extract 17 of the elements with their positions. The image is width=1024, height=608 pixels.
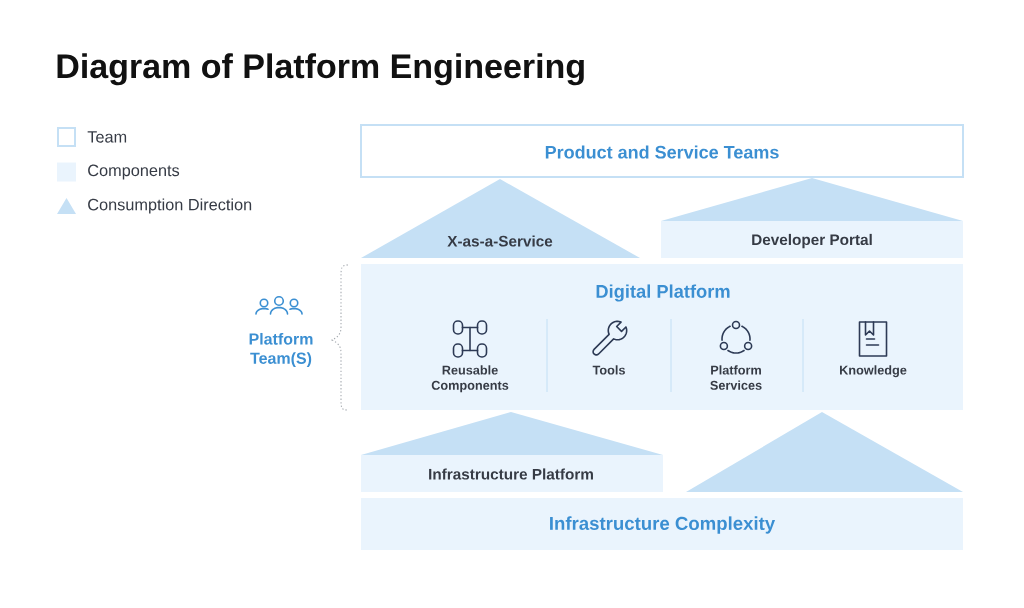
item-label: Tools bbox=[592, 365, 625, 375]
group-label: Platform Team(S) bbox=[249, 332, 313, 368]
legend-label: Consumption Direction bbox=[88, 198, 252, 214]
title: Diagram of Platform Engineering bbox=[57, 53, 584, 86]
item-label: Knowledge bbox=[840, 365, 907, 378]
triangle bbox=[686, 412, 963, 492]
component-box: Infrastructure Complexity bbox=[361, 498, 963, 550]
node-label: Developer Portal bbox=[752, 233, 872, 249]
roofed-box: Developer Portal bbox=[661, 178, 963, 258]
node-label: Infrastructure Platform bbox=[429, 468, 593, 480]
legend-label: Components bbox=[88, 164, 180, 180]
roofed-box: Infrastructure Platform bbox=[361, 412, 663, 492]
legend-label: Team bbox=[87, 131, 127, 143]
triangle: X-as-a-Service bbox=[361, 179, 640, 258]
item-label: Reusable Components bbox=[431, 365, 509, 393]
team-box: Product and Service Teams bbox=[360, 124, 964, 178]
item-label: Platform Services bbox=[710, 365, 762, 390]
